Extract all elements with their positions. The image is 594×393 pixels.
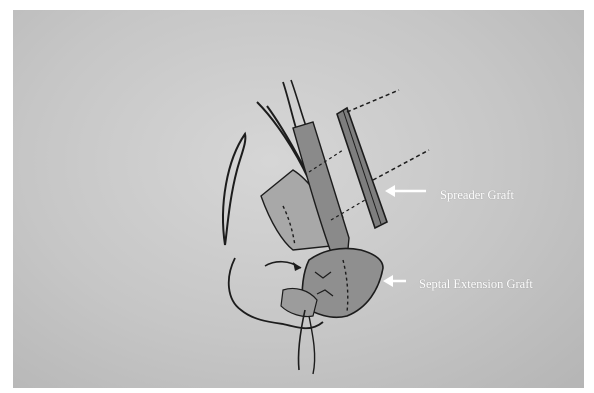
- spreader-graft-label: Spreader Graft: [440, 188, 514, 203]
- graft-sketch-photo: Spreader Graft Septal Extension Graft: [13, 10, 584, 388]
- guide-dash-2: [373, 150, 429, 180]
- lower-tail-1: [298, 310, 305, 370]
- septal-arrowhead: [383, 275, 393, 287]
- guide-dash-1: [347, 90, 399, 112]
- spreader-arrowhead: [385, 185, 395, 197]
- spreader-graft-edge: [343, 110, 381, 224]
- lower-tail-2: [309, 316, 315, 374]
- outer-curved-stroke: [223, 134, 245, 245]
- septal-extension-graft-label: Septal Extension Graft: [419, 277, 533, 292]
